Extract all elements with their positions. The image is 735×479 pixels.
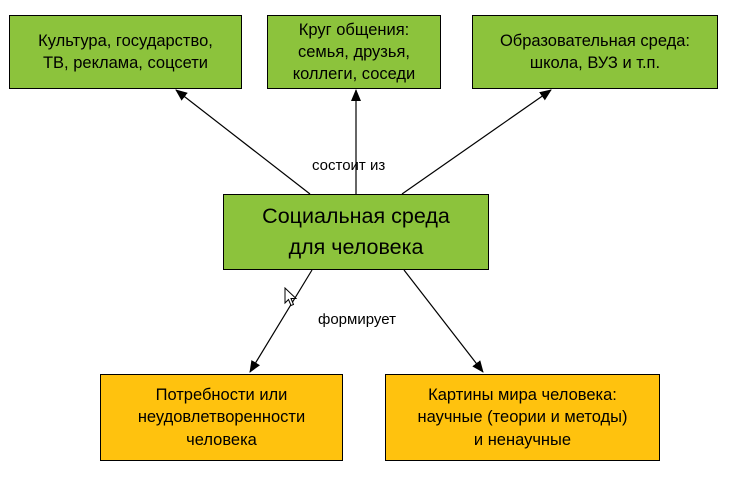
- arrow-to-education: [401, 89, 552, 195]
- arrow-to-worldview: [403, 269, 484, 373]
- arrow-to-culture: [175, 89, 311, 195]
- node-education: Образовательная среда: школа, ВУЗ и т.п.: [472, 15, 718, 89]
- node-culture: Культура, государство, ТВ, реклама, соцс…: [9, 15, 242, 89]
- mouse-pointer-icon: [284, 287, 298, 307]
- arrow-to-needs: [249, 269, 313, 373]
- node-worldview: Картины мира человека: научные (теории и…: [385, 374, 660, 461]
- node-social-circle: Круг общения: семья, друзья, коллеги, со…: [267, 15, 441, 89]
- edge-label-consists-of: состоит из: [312, 157, 386, 174]
- node-needs: Потребности или неудовлетворенности чело…: [100, 374, 343, 461]
- edge-label-forms: формирует: [318, 311, 396, 328]
- node-social-environment: Социальная среда для человека: [223, 194, 489, 270]
